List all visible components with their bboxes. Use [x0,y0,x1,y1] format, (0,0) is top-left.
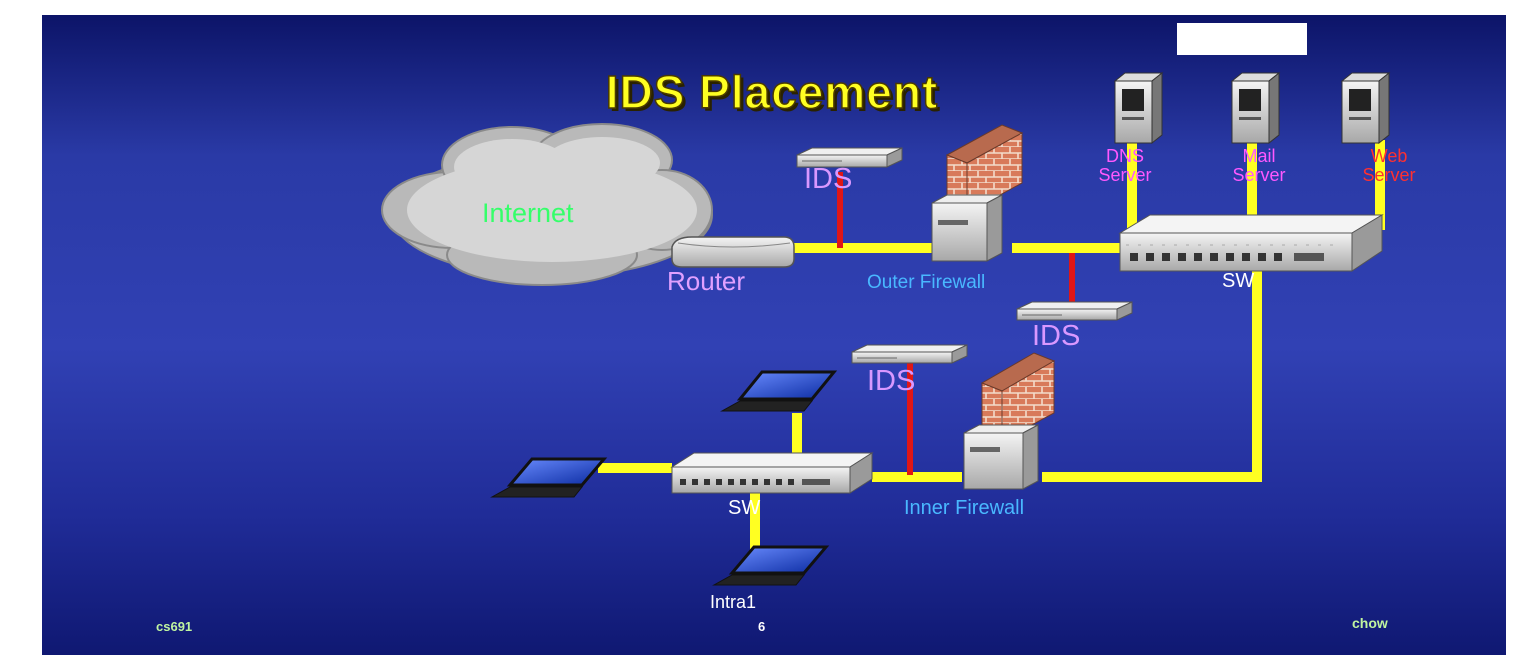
blank-box [1177,23,1307,55]
firewall-icon [931,124,1024,262]
firewall-icon [963,352,1056,490]
router-icon [671,236,795,268]
slide-title: IDS Placement [605,65,939,119]
footer-author: chow [1352,615,1388,631]
dns-server-label-line2: Server [1098,165,1152,185]
web-server-label-line2: Server [1362,165,1416,185]
dns-server-label: DNS Server [1080,147,1170,185]
server-icon [1340,71,1391,145]
mail-server-label-line1: Mail [1242,146,1276,166]
server-icon [1230,71,1281,145]
router-label: Router [667,266,746,296]
slide: IDS Placement Internet Router Outer Fire… [42,15,1506,655]
dns-server-label-line1: DNS [1105,146,1144,166]
outer-firewall-label: Outer Firewall [867,272,986,293]
laptop-icon [490,457,608,498]
laptop-icon [720,370,838,412]
cloud-icon [381,123,713,286]
internet-label: Internet [482,198,574,228]
ids-inner-label: IDS [867,365,916,397]
mail-server-label: Mail Server [1214,147,1304,185]
web-server-label-line1: Web [1370,146,1408,166]
intra-label: Intra1 [710,592,757,612]
footer-page-number: 6 [758,619,766,634]
switch-internal-label: SW [728,497,761,519]
server-icon [1113,71,1164,145]
ids-outer-label: IDS [804,163,853,195]
laptop-icon [712,545,830,586]
inner-firewall-label: Inner Firewall [904,497,1025,519]
footer-course: cs691 [156,619,193,634]
ids-sensor-icon [851,344,968,364]
mail-server-label-line2: Server [1232,165,1286,185]
switch-icon [670,452,874,494]
ids-taps [837,172,1075,475]
switch-dmz-label: SW [1222,270,1255,292]
ids-sensor-icon [1016,301,1133,321]
ids-dmz-label: IDS [1032,320,1081,352]
network-diagram [381,71,1391,586]
link-switch-inner-firewall [1042,270,1262,482]
ids-sensor-icon [796,147,903,168]
web-server-label: Web Server [1344,147,1434,185]
switch-icon [1118,214,1384,272]
